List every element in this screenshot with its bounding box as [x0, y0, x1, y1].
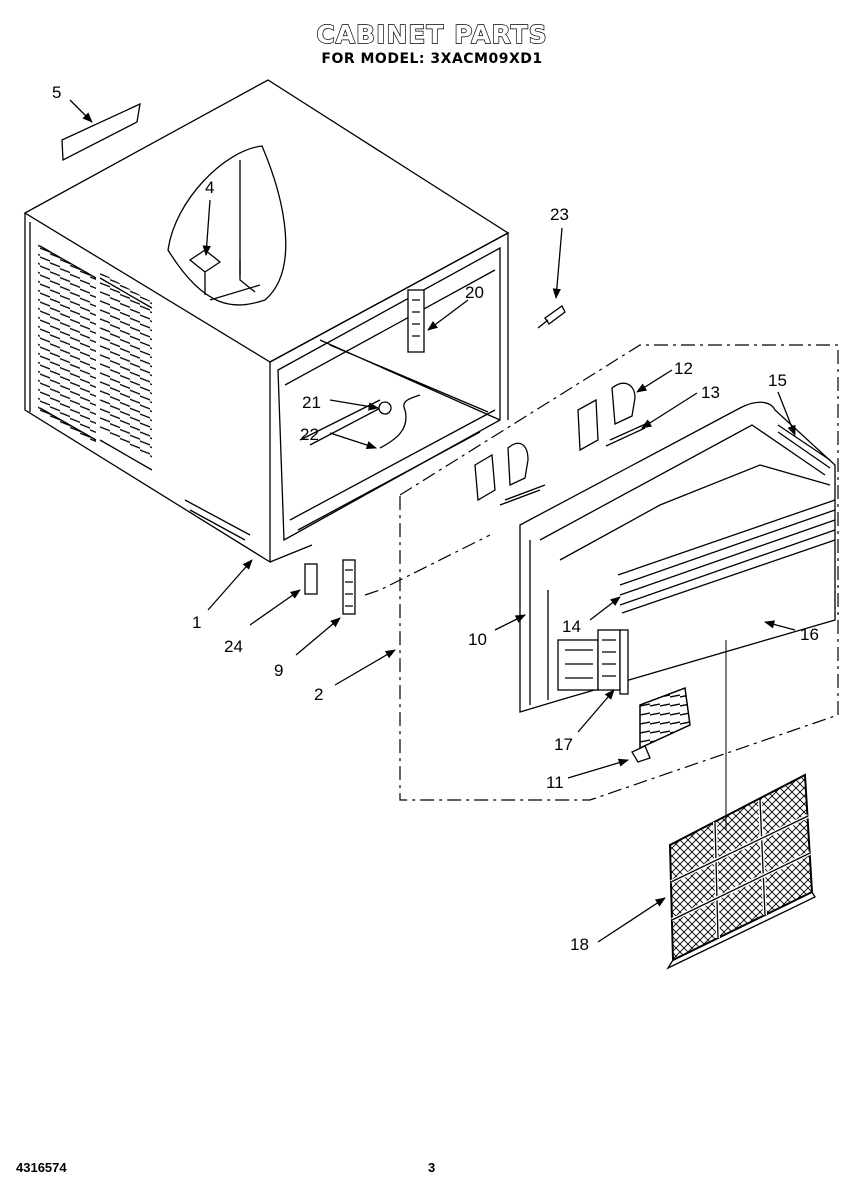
callout-20: 20 [465, 283, 484, 302]
leader-17 [577, 689, 615, 733]
callout-11: 11 [546, 773, 564, 792]
vent-louver [639, 687, 691, 750]
leader-24 [249, 589, 301, 626]
part-number: 4316574 [16, 1160, 67, 1175]
callout-12: 12 [674, 359, 693, 378]
leader-10 [494, 614, 526, 631]
front-panel [519, 401, 836, 713]
leader-5 [69, 99, 93, 123]
nut [378, 401, 392, 415]
leader-22 [329, 432, 377, 450]
callout-22: 22 [300, 425, 319, 444]
callout-13: 13 [701, 383, 720, 402]
leader-9 [295, 617, 341, 656]
page-title: CABINET PARTS [316, 19, 548, 49]
callout-1: 1 [192, 613, 201, 632]
damper-door-1 [474, 453, 496, 502]
cabinet [23, 79, 510, 564]
leader-23 [552, 227, 563, 300]
label-plate [61, 102, 141, 162]
bracket-9 [342, 559, 356, 615]
callout-9: 9 [274, 661, 283, 680]
callout-18: 18 [570, 935, 589, 954]
leader-16 [763, 620, 796, 631]
callout-24: 24 [224, 637, 243, 656]
callout-2: 2 [314, 685, 323, 704]
leader-11 [567, 758, 629, 779]
leader-21 [329, 399, 380, 411]
front-assembly-boundary [399, 344, 839, 801]
damper-door-2 [507, 442, 529, 486]
callout-16: 16 [800, 625, 819, 644]
callout-4: 4 [205, 178, 214, 197]
callout-10: 10 [468, 630, 487, 649]
callout-5: 5 [52, 83, 61, 102]
leader-15 [777, 391, 796, 436]
callout-14: 14 [562, 617, 581, 636]
leader-12 [636, 369, 673, 393]
screw [544, 305, 566, 325]
leader-1 [207, 559, 253, 611]
leader-18 [597, 897, 666, 943]
callout-15: 15 [768, 371, 787, 390]
leader-2 [334, 649, 396, 686]
page-number: 3 [428, 1160, 436, 1175]
callout-21: 21 [302, 393, 321, 412]
damper-door-3 [577, 398, 599, 452]
model-subtitle: FOR MODEL: 3XACM09XD1 [321, 51, 543, 67]
callout-17: 17 [554, 735, 573, 754]
leader-4 [202, 199, 211, 257]
leader-14 [589, 596, 621, 621]
ground-wire [379, 394, 421, 449]
damper-door-4 [611, 382, 636, 425]
callout-23: 23 [550, 205, 569, 224]
air-filter [666, 773, 816, 970]
bracket-24 [304, 563, 318, 595]
leader-20 [427, 299, 469, 331]
leader-13 [641, 392, 698, 429]
